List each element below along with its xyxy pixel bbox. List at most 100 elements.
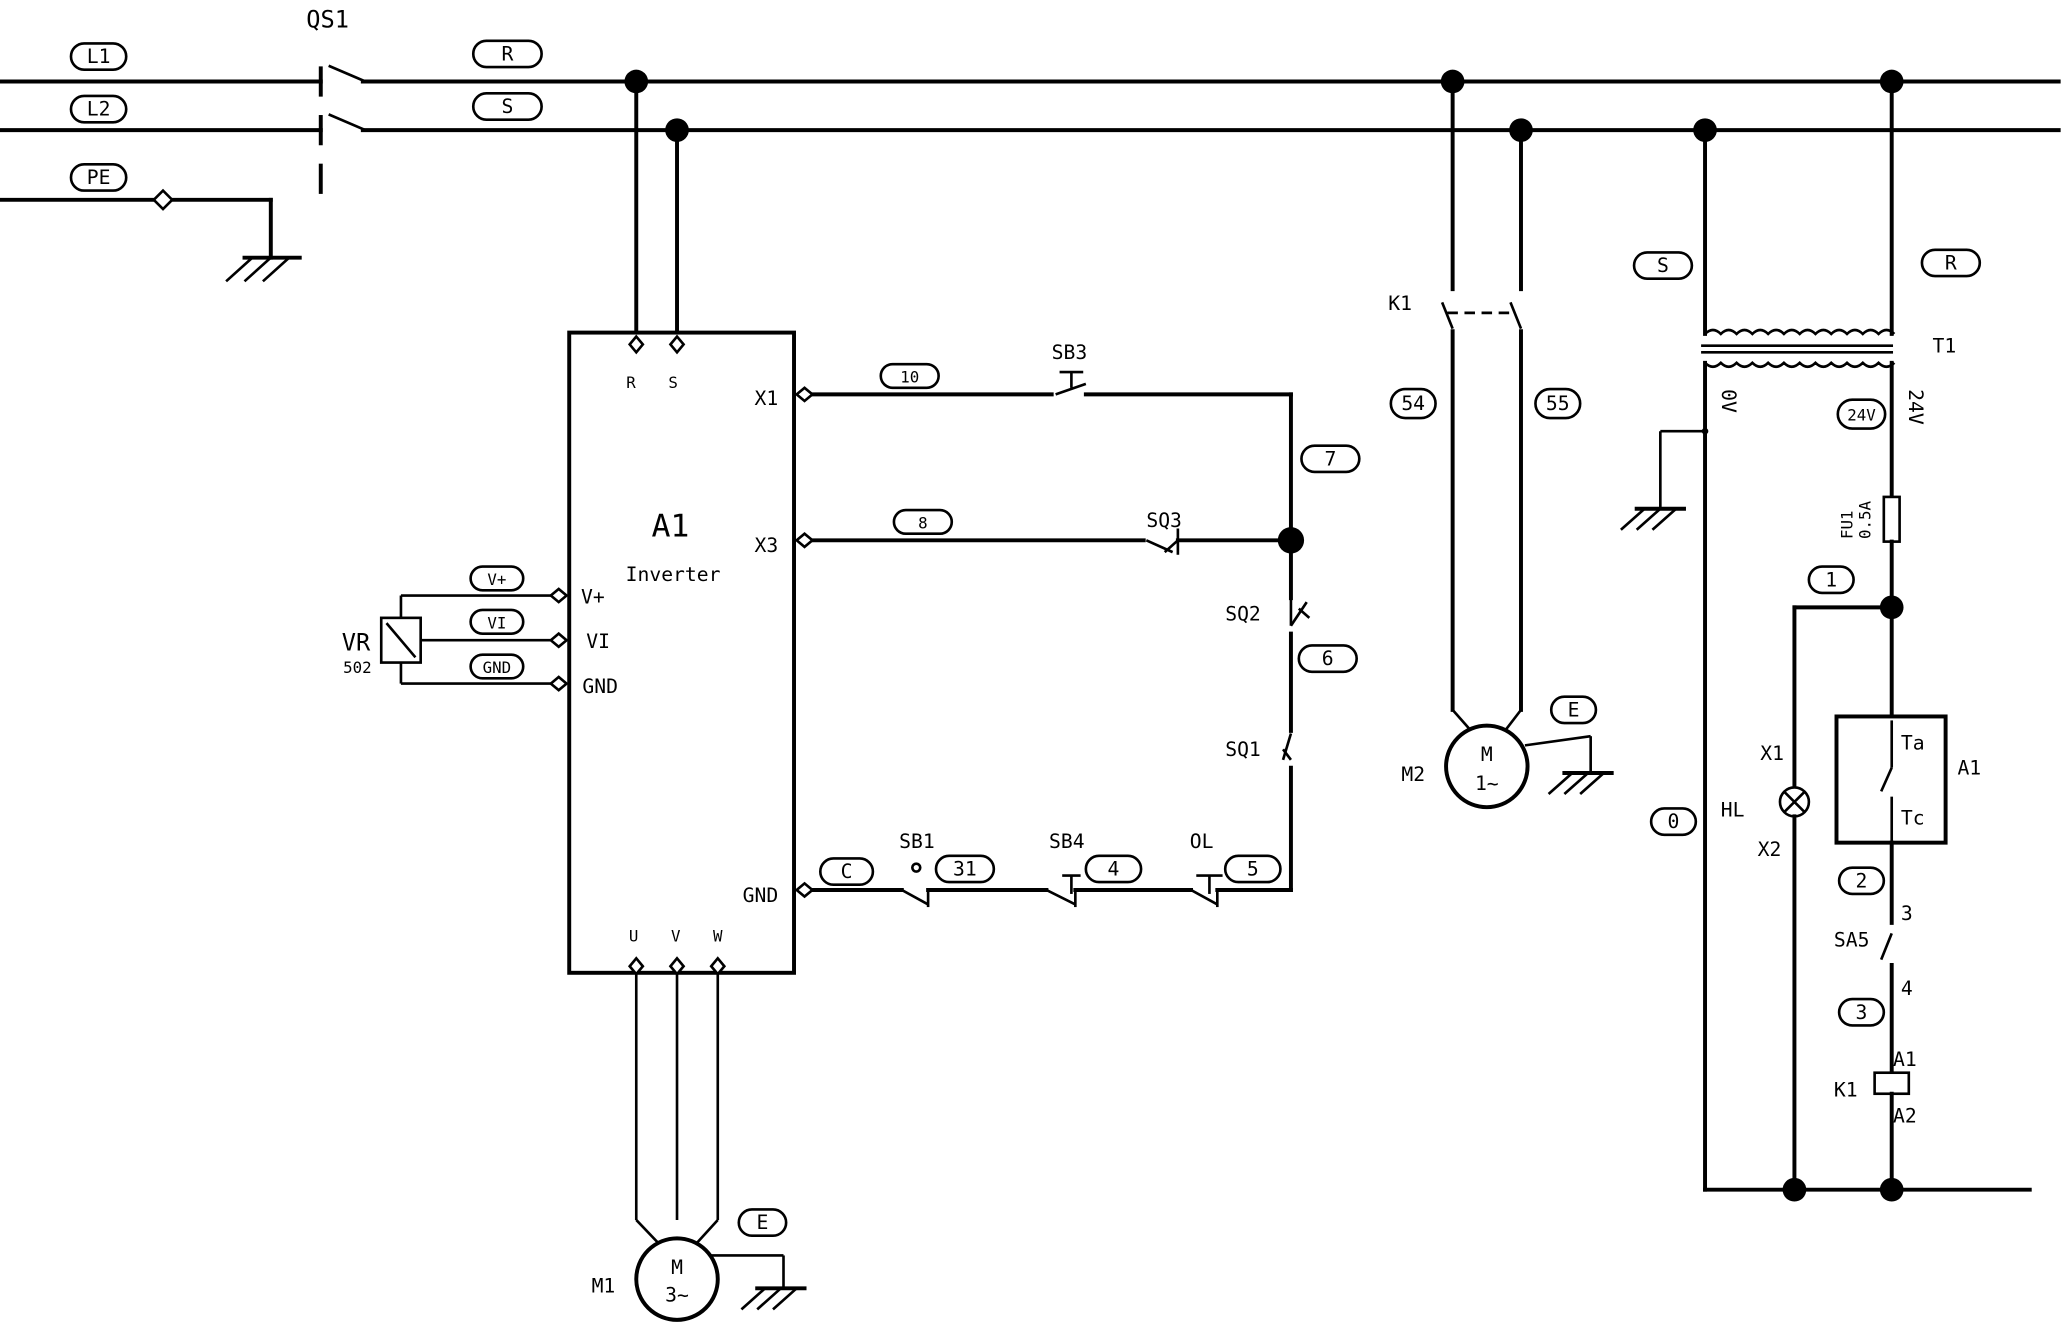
tag-24v: 24V <box>1836 398 1887 430</box>
svg-text:8: 8 <box>918 513 928 532</box>
svg-text:PE: PE <box>87 166 111 189</box>
svg-text:E: E <box>757 1211 769 1234</box>
relay-tc-label: Tc <box>1901 806 1925 829</box>
ground-symbol-m2 <box>1547 771 1614 796</box>
coil-a1-label: A1 <box>1893 1048 1917 1071</box>
sb1-mushroom-icon <box>911 862 922 873</box>
term-label-s: S <box>668 373 678 392</box>
motor-m2-phase: 1~ <box>1475 772 1499 795</box>
tag-vplus: V+ <box>469 565 525 592</box>
motor-m1-m: M <box>671 1256 683 1279</box>
tag-gnd: GND <box>469 653 525 680</box>
ground-symbol-t1 <box>1620 506 1686 531</box>
coil-k1-label: K1 <box>1834 1078 1858 1101</box>
motor-m2 <box>1444 723 1530 810</box>
tag-31: 31 <box>934 854 996 884</box>
v0-label: 0V <box>1717 389 1740 413</box>
tag-10: 10 <box>879 362 940 390</box>
svg-text:C: C <box>841 860 853 883</box>
term-label-v: V <box>671 926 681 945</box>
svg-text:2: 2 <box>1856 869 1868 892</box>
svg-text:E: E <box>1568 698 1580 721</box>
svg-text:10: 10 <box>900 368 919 387</box>
tag-1: 1 <box>1807 565 1855 595</box>
sb3-label: SB3 <box>1052 341 1088 364</box>
ol-label: OL <box>1190 830 1214 853</box>
term-label-r: R <box>626 373 636 392</box>
sq2-label: SQ2 <box>1225 602 1261 625</box>
svg-text:5: 5 <box>1247 858 1259 881</box>
term-label-x1: X1 <box>755 387 779 410</box>
coil-a2-label: A2 <box>1893 1105 1917 1128</box>
relay-ta-label: Ta <box>1901 731 1925 754</box>
qs1-switch <box>318 64 366 194</box>
tag-4: 4 <box>1084 854 1143 884</box>
tag-r-t1: R <box>1920 248 1982 278</box>
tag-s: S <box>471 92 543 121</box>
svg-text:31: 31 <box>953 858 977 881</box>
inverter-a1 <box>567 330 796 975</box>
fu1-label: FU1 <box>1837 511 1856 539</box>
term-label-vplus: V+ <box>581 585 605 608</box>
sb1-label: SB1 <box>899 830 935 853</box>
svg-text:6: 6 <box>1322 647 1334 670</box>
svg-text:L1: L1 <box>87 45 111 68</box>
motor-m1-label: M1 <box>592 1274 616 1297</box>
t1-label: T1 <box>1932 334 1956 357</box>
vr-value: 502 <box>343 658 371 677</box>
junction-dot-bottom-hl <box>1782 1177 1807 1202</box>
motor-m1-phase: 3~ <box>665 1283 689 1306</box>
svg-text:V+: V+ <box>487 570 506 589</box>
tag-7: 7 <box>1300 444 1361 474</box>
svg-text:3: 3 <box>1856 1001 1868 1024</box>
svg-text:R: R <box>501 42 513 65</box>
sq3-label: SQ3 <box>1146 509 1182 532</box>
tag-r: R <box>471 39 543 69</box>
term-label-w: W <box>713 926 723 945</box>
junction-dot-bottom-k1 <box>1879 1177 1904 1202</box>
motor-m1 <box>634 1236 720 1322</box>
x2-label: X2 <box>1758 838 1782 861</box>
tag-e-m1: E <box>737 1208 788 1238</box>
tag-s-t1: S <box>1632 251 1694 281</box>
svg-text:S: S <box>1657 254 1669 277</box>
node-4-label: 4 <box>1901 977 1913 1000</box>
ground-symbol-m1 <box>740 1286 807 1311</box>
svg-text:24V: 24V <box>1847 406 1876 425</box>
term-label-gnd-in: GND <box>582 675 618 698</box>
vr-label: VR <box>342 629 371 657</box>
fuse-fu1 <box>1882 495 1901 543</box>
tag-55: 55 <box>1534 387 1582 420</box>
svg-text:54: 54 <box>1401 392 1425 415</box>
node-3-label: 3 <box>1901 902 1913 925</box>
svg-text:7: 7 <box>1324 447 1336 470</box>
relay-a1-label: A1 <box>1957 756 1981 779</box>
svg-text:4: 4 <box>1108 858 1120 881</box>
svg-text:1: 1 <box>1825 568 1837 591</box>
term-label-vi: VI <box>586 630 610 653</box>
inverter-terminals <box>548 334 815 977</box>
term-label-x3: X3 <box>755 534 779 557</box>
ground-symbol-pe <box>225 255 302 283</box>
tag-l2: L2 <box>69 94 128 124</box>
tag-54: 54 <box>1389 387 1437 420</box>
tag-6: 6 <box>1297 644 1358 674</box>
hl-label: HL <box>1721 798 1745 821</box>
pe-connector-diamond <box>151 188 175 211</box>
svg-text:0: 0 <box>1668 810 1680 833</box>
svg-text:VI: VI <box>487 613 506 632</box>
svg-text:S: S <box>501 95 513 118</box>
sa5-label: SA5 <box>1834 929 1870 952</box>
tag-5: 5 <box>1223 854 1282 884</box>
tag-0: 0 <box>1649 807 1698 837</box>
transformer-t1 <box>1701 328 1896 369</box>
tag-3: 3 <box>1837 997 1886 1027</box>
x1-label: X1 <box>1760 742 1784 765</box>
tag-vi: VI <box>469 608 525 635</box>
tag-l1: L1 <box>69 42 128 71</box>
term-label-u: U <box>629 926 639 945</box>
v24-label: 24V <box>1904 389 1927 425</box>
tag-8: 8 <box>892 508 954 536</box>
svg-text:55: 55 <box>1546 392 1570 415</box>
